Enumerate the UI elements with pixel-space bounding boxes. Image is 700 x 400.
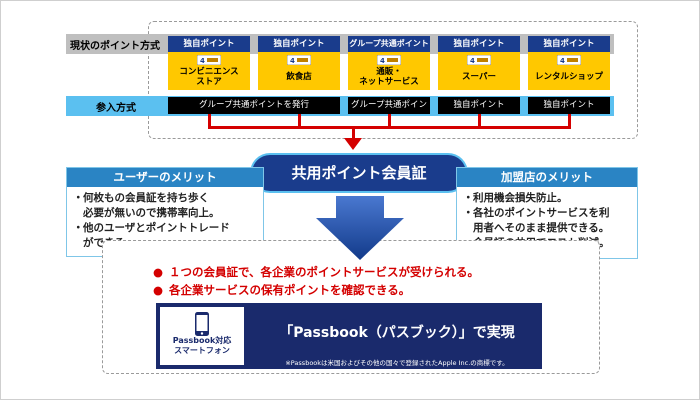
participation-box-own: 独自ポイント [438,97,520,114]
connector-line [478,114,481,128]
store-name: スーパー [462,72,496,82]
store-point-type: 独自ポイント [168,36,250,52]
store-supermarket: 独自ポイント 4 スーパー [438,36,520,90]
svg-text:4: 4 [380,57,385,65]
big-down-arrow-icon [316,196,404,260]
store-convenience: 独自ポイント 4 コンビニエンスストア [168,36,250,90]
store-point-type: 独自ポイント [258,36,340,52]
down-arrow-icon [344,138,362,150]
member-merit-title: 加盟店のメリット [457,168,637,187]
card-icon: 4 [197,55,221,65]
connector-line [298,114,301,128]
participation-box-own: 独自ポイント [528,97,610,114]
merit-item: ・利用機会損失防止。 [463,192,568,204]
connector-line [352,126,355,139]
store-restaurant: 独自ポイント 4 飲食店 [258,36,340,90]
svg-text:4: 4 [470,57,475,65]
connector-line [208,114,211,128]
trademark-note: ※Passbookは米国およびその他の国々で登録されたApple Inc.の商標… [285,359,509,367]
svg-text:4: 4 [200,57,205,65]
current-method-label: 現状のポイント方式 [70,41,160,52]
store-point-type: 独自ポイント [438,36,520,52]
store-name: 通販・ネットサービス [359,67,419,87]
store-point-type: グループ共通ポイント [348,36,430,52]
merit-item: ・各社のポイントサービスを利用者へそのまま提供できる。 [463,207,610,234]
card-icon: 4 [557,55,581,65]
smartphone-icon [195,312,209,336]
store-rental: 独自ポイント 4 レンタルショップ [528,36,610,90]
passbook-device-label: Passbook対応スマートフォン [172,336,232,355]
store-name: レンタルショップ [534,72,603,82]
shared-member-card: 共用ポイント会員証 [252,155,466,191]
store-name: 飲食店 [286,72,312,82]
connector-line [568,114,571,128]
user-merit-title: ユーザーのメリット [67,168,263,187]
store-point-type: 独自ポイント [528,36,610,52]
store-name: コンビニエンスストア [179,67,239,87]
card-icon: 4 [287,55,311,65]
participation-box-group: グループ共通ポイント [348,97,430,127]
merit-item: ・何枚もの会員証を持ち歩く必要が無いので携帯率向上。 [73,192,220,219]
benefit-item: ●各企業サービスの保有ポイントを確認できる。 [153,283,411,297]
passbook-title: 「Passbook（パスブック）」で実現 [279,325,515,341]
participation-box-group-issue: グループ共通ポイントを発行 [168,97,340,114]
svg-text:4: 4 [290,57,295,65]
card-icon: 4 [467,55,491,65]
participation-label: 参入方式 [96,103,136,114]
card-icon: 4 [377,55,401,65]
connector-line [388,114,391,128]
benefit-item: ●１つの会員証で、各企業のポイントサービスが受けられる。 [153,265,480,279]
store-online: グループ共通ポイント 4 通販・ネットサービス [348,36,430,90]
connector-line [208,126,571,129]
svg-text:4: 4 [560,57,565,65]
